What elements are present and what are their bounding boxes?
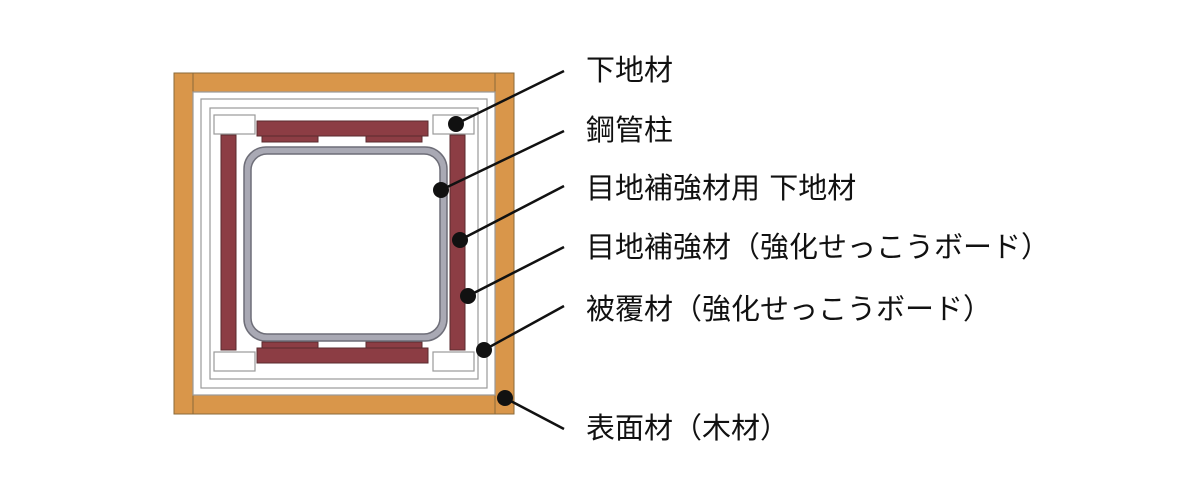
steel-inner: [250, 153, 441, 335]
label-joint-reinforcement: 目地補強材（強化せっこうボード）: [586, 230, 1051, 264]
wood-top: [173, 72, 515, 93]
flange-bottom-right: [365, 341, 423, 349]
joint-top: [256, 120, 429, 137]
leader-line-2: [440, 129, 565, 192]
flange-pieces: [261, 135, 423, 349]
label-steel-column: 鋼管柱: [586, 113, 674, 147]
leader-dot-5: [476, 342, 492, 358]
joint-bottom: [256, 347, 429, 364]
leader-line-4: [467, 245, 565, 298]
wood-left: [173, 72, 194, 415]
leader-line-6: [504, 396, 565, 431]
steel-pipe-column: [243, 146, 448, 342]
wood-right: [494, 72, 515, 415]
leader-dot-3: [452, 232, 468, 248]
joint-reinforcement-strips: [220, 120, 466, 364]
label-joint-base: 目地補強材用 下地材: [586, 171, 857, 205]
leader-line-1: [455, 69, 565, 126]
leader-dot-2: [433, 182, 449, 198]
leader-dot-1: [448, 116, 464, 132]
leader-dot-4: [460, 288, 476, 304]
flange-top-right: [365, 135, 423, 143]
block-top-left: [213, 114, 256, 135]
block-bottom-left: [213, 351, 256, 372]
leader-lines: [440, 69, 565, 431]
joint-left: [220, 134, 237, 351]
leader-dots: [433, 116, 513, 406]
wood-bottom: [173, 394, 515, 415]
label-shitajizai: 下地材: [586, 53, 674, 87]
flange-top-left: [261, 135, 319, 143]
leader-line-5: [483, 304, 565, 352]
leader-dot-6: [497, 390, 513, 406]
leader-line-3: [459, 184, 565, 242]
flange-bottom-left: [261, 341, 319, 349]
label-covering: 被覆材（強化せっこうボード）: [586, 292, 993, 326]
label-surface-wood: 表面材（木材）: [586, 411, 790, 445]
block-bottom-right: [432, 351, 475, 372]
